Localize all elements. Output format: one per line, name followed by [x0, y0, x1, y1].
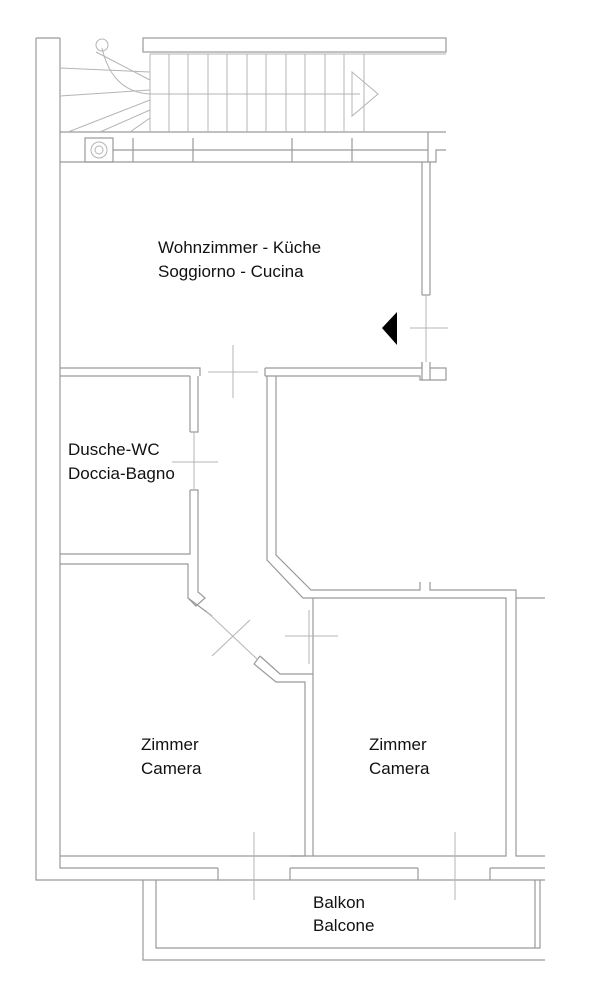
stair-treads [59, 51, 365, 133]
room-right-walls [313, 832, 456, 900]
bathroom-label-de: Dusche-WC [68, 440, 160, 459]
staircase [59, 37, 447, 133]
balcony-outline [142, 880, 545, 961]
living-room-label-it: Soggiorno - Cucina [158, 262, 304, 281]
bathroom-label-it: Doccia-Bagno [68, 464, 175, 483]
room-right-label-de: Zimmer [369, 735, 427, 754]
outer-walls [35, 37, 545, 881]
room-left-walls [60, 563, 338, 900]
balcony-label-it: Balcone [313, 916, 374, 935]
chimney-flue-icon [84, 137, 114, 163]
balcony-label-de: Balkon [313, 893, 365, 912]
room-left-label-de: Zimmer [141, 735, 199, 754]
living-room-label-de: Wohnzimmer - Küche [158, 238, 321, 257]
living-east-wall [410, 162, 448, 380]
north-partition [60, 132, 446, 163]
stair-start-circle [95, 38, 109, 52]
room-right-label-it: Camera [369, 759, 430, 778]
entrance-arrow-icon [382, 312, 397, 345]
corridor-walls [266, 376, 545, 857]
stair-direction-arrow-icon [351, 70, 379, 118]
living-south-wall [60, 345, 447, 398]
room-left-label-it: Camera [141, 759, 202, 778]
stair-walk-line [101, 47, 360, 95]
bathroom-walls [60, 376, 218, 565]
